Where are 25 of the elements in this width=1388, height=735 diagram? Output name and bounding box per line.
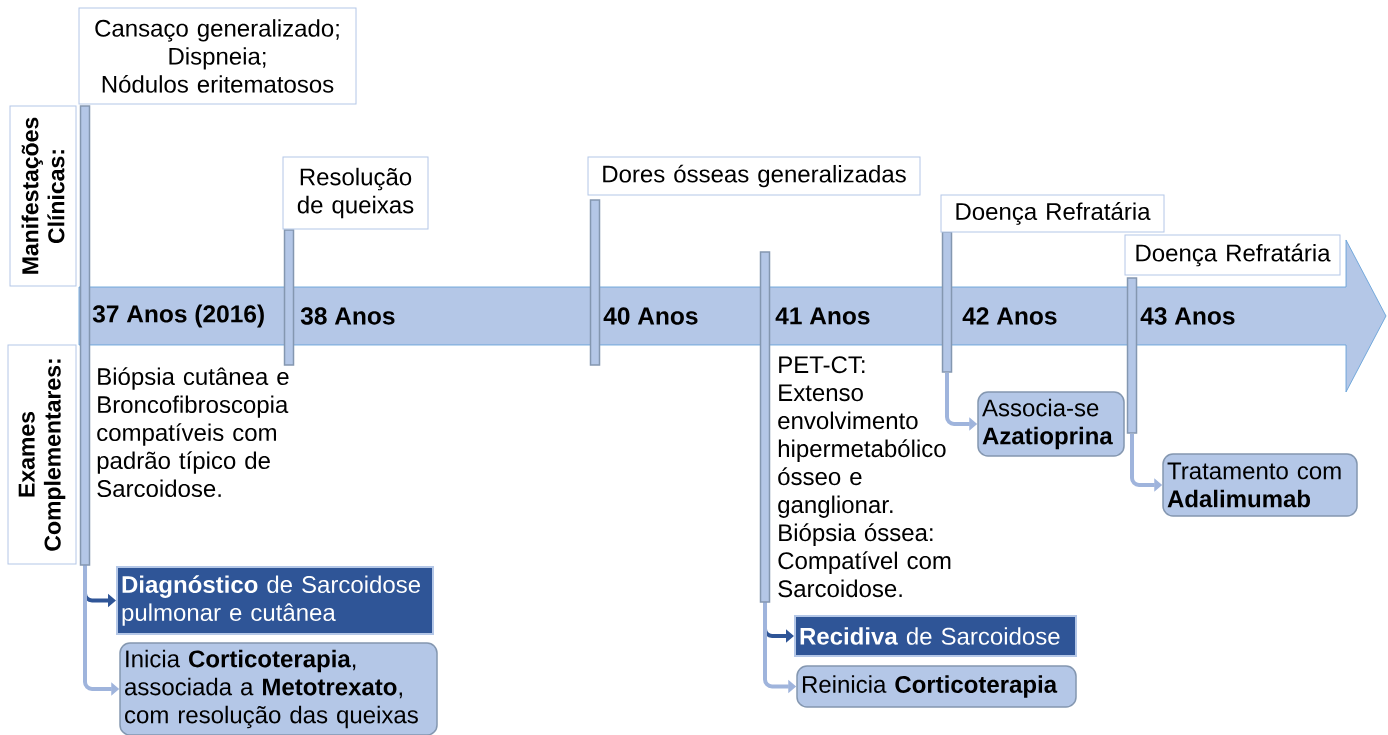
- year-label: 40 Anos: [603, 307, 698, 325]
- treatment-box: Inicia Corticoterapia, associada a Metotrexato, com resolução das queixas: [119, 642, 438, 735]
- note-text: Biópsia cutânea e Broncofibroscopia compatíveis com padrão típico de Sarcoidose.: [97, 367, 289, 498]
- treatment-box: Tratamento com Adalimumab: [1162, 453, 1358, 517]
- timeline-post: [1126, 277, 1138, 434]
- note-text: PET-CT: Extenso envolvimento hipermetabólico ósseo e ganglionar. Biópsia óssea: Compatível com Sarcoidose.: [778, 356, 951, 598]
- section-label: Exames Complementares:: [7, 344, 77, 565]
- year-label: 37 Anos (2016): [92, 304, 264, 328]
- event-box: Doença Refratária: [940, 194, 1165, 233]
- timeline-post: [759, 251, 771, 603]
- event-box: Dores ósseas generalizadas: [587, 156, 921, 196]
- event-box: Resolução de queixas: [282, 156, 429, 230]
- timeline-post: [79, 105, 91, 566]
- year-label: 41 Anos: [775, 307, 870, 325]
- event-box: Doença Refratária: [1124, 234, 1341, 276]
- year-label: 42 Anos: [962, 307, 1057, 325]
- year-label: 38 Anos: [300, 307, 395, 325]
- diagnosis-box: Recidiva de Sarcoidose: [794, 615, 1077, 657]
- section-label: Manifestações Clínicas:: [9, 105, 77, 287]
- year-label: 43 Anos: [1140, 307, 1235, 325]
- treatment-box: Reinicia Corticoterapia: [796, 665, 1077, 708]
- event-box: Cansaço generalizado; Dispneia; Nódulos eritematosos: [78, 7, 357, 105]
- diagnosis-box: Diagnóstico de Sarcoidose pulmonar e cutânea: [116, 566, 434, 635]
- timeline-post: [283, 229, 295, 366]
- timeline-post: [589, 199, 601, 366]
